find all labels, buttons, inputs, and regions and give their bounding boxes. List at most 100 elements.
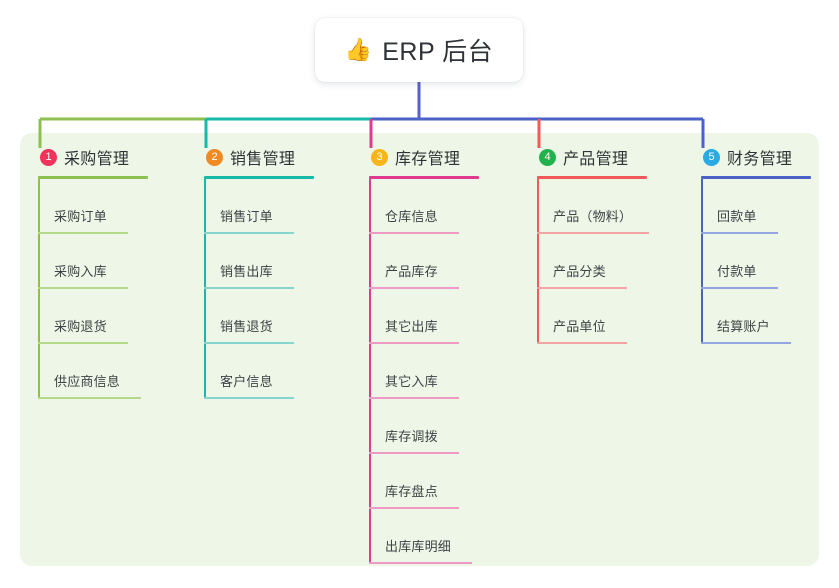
branch-child-item[interactable]: 出库库明细 [369,509,519,564]
child-stem-line [537,179,539,234]
branch-child-item[interactable]: 采购入库 [38,234,188,289]
child-underline [38,232,128,234]
branch-child-label: 其它入库 [385,374,438,389]
child-stem-line [38,234,40,289]
branch-child-item[interactable]: 销售退货 [204,289,354,344]
child-stem-line [537,234,539,289]
child-stem-line [537,289,539,344]
branch-child-item[interactable]: 库存调拨 [369,399,519,454]
branch-child-label: 回款单 [717,209,757,224]
child-stem-line [369,289,371,344]
branch-child-label: 库存调拨 [385,429,438,444]
branch-children: 回款单付款单结算账户 [701,179,839,344]
child-underline [537,287,627,289]
child-underline [369,342,459,344]
child-stem-line [369,234,371,289]
branch-number-badge: 3 [371,148,388,166]
branch-children: 采购订单采购入库采购退货供应商信息 [38,179,188,399]
branch-child-label: 产品单位 [553,319,606,334]
child-stem-line [204,179,206,234]
branch-child-item[interactable]: 产品分类 [537,234,702,289]
branch-header-3[interactable]: 3 库存管理 [369,145,519,169]
child-underline [38,287,128,289]
branch-child-label: 采购退货 [54,319,107,334]
child-stem-line [38,289,40,344]
branch-children: 产品（物料） 产品分类产品单位 [537,179,702,344]
branch-child-item[interactable]: 其它入库 [369,344,519,399]
branch-child-item[interactable]: 结算账户 [701,289,839,344]
branch-child-item[interactable]: 产品（物料） [537,179,702,234]
diagram-panel [20,133,819,566]
child-stem-line [701,234,703,289]
child-underline [537,342,627,344]
branch-header-rule [369,176,479,179]
branch-child-label: 出库库明细 [385,539,452,554]
branch-child-label: 付款单 [717,264,757,279]
child-stem-line [369,344,371,399]
child-underline [204,397,294,399]
branch-child-label: 其它出库 [385,319,438,334]
branch-child-item[interactable]: 采购退货 [38,289,188,344]
child-underline [701,342,791,344]
branch-child-item[interactable]: 销售出库 [204,234,354,289]
child-stem-line [369,454,371,509]
branch-number-badge: 5 [703,148,720,166]
branch-child-item[interactable]: 供应商信息 [38,344,188,399]
branch-child-item[interactable]: 库存盘点 [369,454,519,509]
branch-header-label: 库存管理 [395,151,461,168]
child-stem-line [369,179,371,234]
branch-header-rule [701,176,811,179]
child-underline [369,507,459,509]
branch-child-item[interactable]: 产品单位 [537,289,702,344]
branch-children: 销售订单销售出库销售退货客户信息 [204,179,354,399]
root-node-title: ERP 后台 [382,38,494,66]
child-underline [204,232,294,234]
branch-child-item[interactable]: 付款单 [701,234,839,289]
branch-header-label: 采购管理 [64,151,130,168]
branch-child-label: 采购订单 [54,209,107,224]
branch-child-label: 客户信息 [220,374,273,389]
thumbs-up-icon: 👍 [344,37,373,62]
branch-child-label: 产品分类 [553,264,606,279]
child-stem-line [204,234,206,289]
child-stem-line [369,399,371,454]
root-node-card[interactable]: 👍 ERP 后台 [315,18,523,82]
branch-child-label: 销售出库 [220,264,273,279]
branch-child-item[interactable]: 其它出库 [369,289,519,344]
branch-child-item[interactable]: 销售订单 [204,179,354,234]
child-stem-line [204,289,206,344]
branch-child-label: 库存盘点 [385,484,438,499]
branch-number-badge: 4 [539,148,556,166]
branch-children: 仓库信息产品库存其它出库其它入库库存调拨库存盘点出库库明细 [369,179,519,564]
branch-child-item[interactable]: 仓库信息 [369,179,519,234]
child-stem-line [701,289,703,344]
branch-child-item[interactable]: 产品库存 [369,234,519,289]
branch-child-item[interactable]: 回款单 [701,179,839,234]
child-stem-line [369,509,371,564]
child-stem-line [38,344,40,399]
child-underline [369,287,459,289]
child-stem-line [701,179,703,234]
child-stem-line [204,344,206,399]
child-underline [204,342,294,344]
branch-child-label: 销售退货 [220,319,273,334]
branch-number-badge: 2 [206,148,223,166]
branch-child-item[interactable]: 客户信息 [204,344,354,399]
branch-child-label: 销售订单 [220,209,273,224]
branch-header-rule [38,176,148,179]
branch-child-item[interactable]: 采购订单 [38,179,188,234]
branch-header-rule [537,176,647,179]
child-underline [537,232,649,234]
branch-child-label: 产品（物料） [553,209,633,224]
branch-header-rule [204,176,314,179]
child-underline [38,342,128,344]
branch-child-label: 产品库存 [385,264,438,279]
